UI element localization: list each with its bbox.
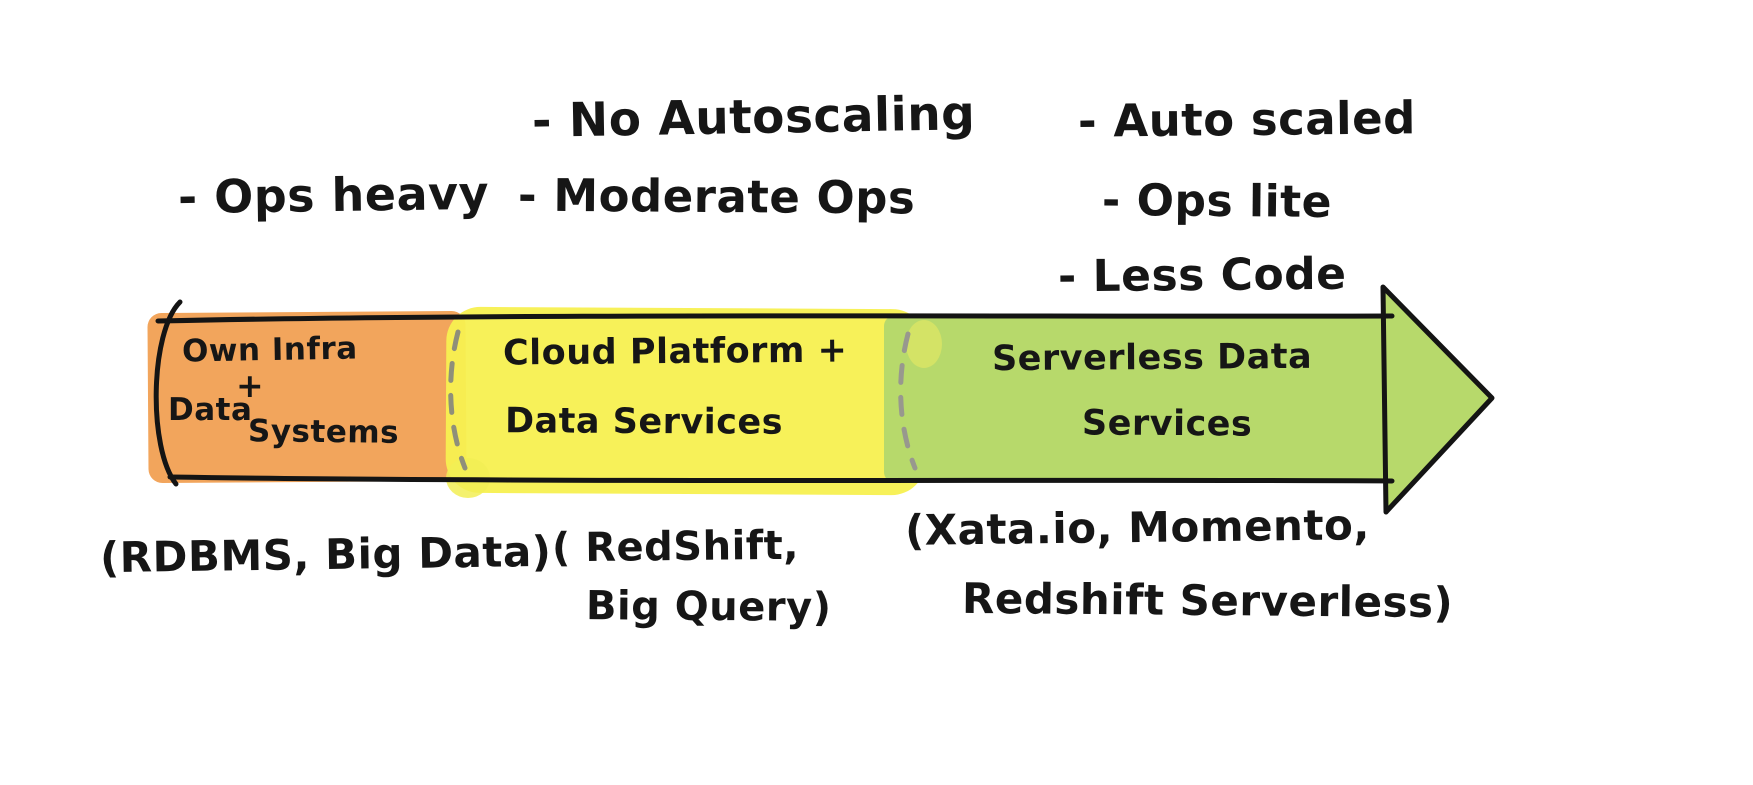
segment-own-infra-word-data: Data	[168, 392, 253, 428]
segment-own-infra-word-systems: Systems	[247, 413, 400, 451]
annotation-ops-lite: - Ops lite	[1101, 174, 1333, 229]
examples-cloud-platform-line2: Big Query)	[585, 583, 832, 631]
examples-cloud-platform-line1: ( RedShift,	[551, 522, 800, 572]
segment-own-infra-plus: +	[236, 366, 265, 405]
annotation-auto-scaled: - Auto scaled	[1077, 91, 1417, 148]
annotation-less-code: - Less Code	[1057, 248, 1347, 303]
annotation-ops-heavy: - Ops heavy	[177, 165, 490, 225]
annotation-no-autoscaling: - No Autoscaling	[531, 86, 976, 149]
examples-serverless-line2: Redshift Serverless)	[961, 573, 1454, 628]
arrowhead	[1380, 284, 1495, 515]
examples-own-infra-line1: (RDBMS, Big Data)	[99, 526, 552, 583]
examples-serverless-line1: (Xata.io, Momento,	[904, 500, 1371, 555]
segment-own-infra-label-line1: Own Infra	[181, 330, 358, 370]
segment-serverless-label-line1: Serverless Data	[991, 336, 1313, 380]
segment-cloud-platform-label-line2: Data Services	[504, 401, 784, 443]
annotation-moderate-ops: - Moderate Ops	[517, 168, 916, 225]
serverless-highlight	[884, 316, 1396, 482]
segment-serverless-label-line2: Services	[1081, 403, 1253, 445]
segment-cloud-platform-label-line1: Cloud Platform +	[502, 330, 848, 374]
